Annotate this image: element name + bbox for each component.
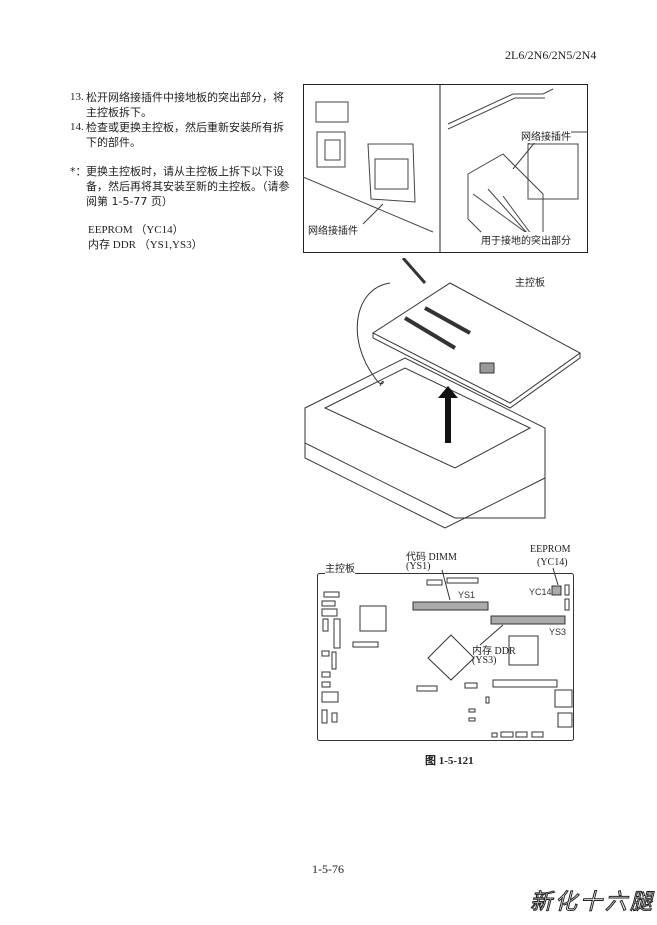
silk-yc14: YC14 (529, 587, 552, 597)
part-eeprom: EEPROM （YC14） (88, 224, 184, 236)
step-text: 松开网络接插件中接地板的突出部分，将主控板拆下。 (86, 91, 284, 119)
note-text: 更换主控板时，请从主控板上拆下以下设备，然后再将其安装至新的主控板。（请参阅第 … (86, 165, 290, 208)
parts-list: EEPROM （YC14） 内存 DDR （YS1,YS3） (70, 223, 290, 253)
ddr-slot-label: (YS3) (472, 655, 497, 666)
ddr-label: 内存 DDR (472, 646, 516, 657)
label-network-connector-left: 网络接插件 (308, 222, 358, 237)
board-layout-figure: 主控板 代码 DIMM (YS1) EEPROM (YC14) 内存 DDR (… (300, 540, 590, 750)
step-number: 13. (70, 91, 84, 103)
silk-ys1: YS1 (458, 590, 476, 600)
silk-ys3: YS3 (549, 627, 567, 637)
step-number: 14. (70, 121, 84, 133)
step-14: 14.检查或更换主控板，然后重新安装所有拆下的部件。 (70, 120, 290, 150)
board-removal-illustration (304, 257, 581, 529)
dimm-label: 代码 DIMM (406, 552, 457, 563)
note-mark: *： (70, 165, 87, 178)
note: *：更换主控板时，请从主控板上拆下以下设备，然后再将其安装至新的主控板。（请参阅… (70, 164, 290, 209)
page-number: 1-5-76 (312, 862, 344, 876)
instructions: 13.松开网络接插件中接地板的突出部分，将主控板拆下。 14.检查或更换主控板，… (70, 90, 290, 253)
dimm-slot-label: (YS1) (406, 561, 431, 572)
board-title: 主控板 (325, 560, 355, 575)
eeprom-label: EEPROM (530, 544, 571, 555)
label-main-board: 主控板 (515, 274, 545, 289)
part-ddr: 内存 DDR （YS1,YS3） (88, 239, 203, 251)
watermark: 新化十六腿 (529, 890, 656, 916)
eeprom-slot-label: (YC14) (537, 557, 568, 568)
board-layout-diagram (317, 567, 574, 741)
step-13: 13.松开网络接插件中接地板的突出部分，将主控板拆下。 (70, 90, 290, 120)
board-removal-figure: 主控板 (295, 257, 595, 533)
label-network-connector-right: 网络接插件 (521, 128, 571, 143)
figure-caption: 图 1-5-121 (425, 755, 474, 767)
connector-figure: 网络接插件 网络接插件 用于接地的突出部分 (303, 84, 588, 253)
model-header: 2L6/2N6/2N5/2N4 (505, 48, 597, 62)
step-text: 检查或更换主控板，然后重新安装所有拆下的部件。 (86, 121, 284, 149)
label-ground-tabs: 用于接地的突出部分 (481, 232, 571, 247)
